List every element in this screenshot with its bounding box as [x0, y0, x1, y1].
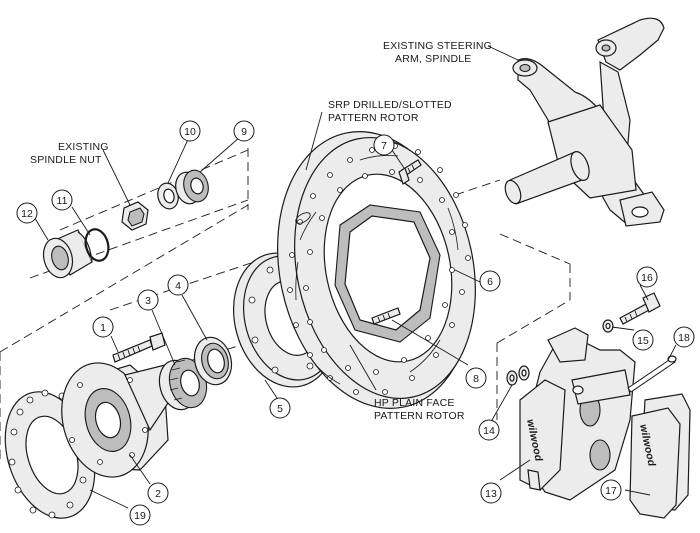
caliper-guide-bottom: [496, 299, 571, 344]
spindle-washer: [157, 182, 179, 210]
callout-10: 10: [179, 120, 201, 142]
callout-11-text: 11: [57, 195, 68, 207]
callout-11: 11: [51, 189, 73, 211]
dust-cap: [42, 229, 93, 279]
rotor-bolt: [371, 307, 401, 325]
callout-16: 16: [636, 266, 658, 288]
callout-9-text: 9: [241, 126, 247, 138]
outer-bearing: [175, 169, 209, 205]
callout-16-text: 16: [641, 272, 653, 284]
callout-19: 19: [129, 504, 151, 526]
grease-seal: [193, 336, 233, 386]
callout-1-text: 1: [100, 322, 106, 334]
callout-19-text: 19: [134, 510, 146, 522]
callout-5: 5: [269, 397, 291, 419]
leader-lines: [32, 45, 677, 509]
cotter-pin: [627, 355, 677, 393]
callout-13: 13: [480, 482, 502, 504]
caliper-mount-bolt: [619, 292, 661, 325]
callout-2-text: 2: [155, 488, 161, 500]
spindle-nut: [121, 201, 149, 231]
hub: [61, 362, 171, 478]
callout-18: 18: [673, 326, 695, 348]
callout-7: 7: [373, 134, 395, 156]
callout-bubbles: 1 2 3 4 5 6 7 8 9 10 11 12 13 14 15 16 1…: [16, 120, 695, 526]
callout-17: 17: [600, 479, 622, 501]
brake-caliper: wilwood: [519, 327, 636, 501]
steering-arm-spindle: [504, 17, 665, 227]
spindle-nut-label-line1: EXISTING: [58, 141, 109, 153]
callout-13-text: 13: [485, 488, 497, 500]
callout-2: 2: [147, 482, 169, 504]
callout-17-text: 17: [605, 485, 617, 497]
dust-cap-guide: [29, 199, 249, 279]
upper-axis-guide: [59, 149, 249, 231]
caliper-washer: [602, 319, 614, 333]
callout-4: 4: [167, 274, 189, 296]
caliper-shims: [506, 365, 530, 386]
caliper-guide-top: [499, 233, 571, 265]
callout-14-text: 14: [483, 425, 495, 437]
callout-9: 9: [233, 120, 255, 142]
srp-rotor-label-line1: SRP DRILLED/SLOTTED: [328, 99, 452, 111]
o-ring: [84, 228, 110, 262]
spindle-nut-label-line2: SPINDLE NUT: [30, 154, 102, 166]
callout-3-text: 3: [145, 295, 151, 307]
callout-12-text: 12: [21, 208, 33, 220]
callout-8: 8: [465, 367, 487, 389]
callout-3: 3: [137, 289, 159, 311]
callout-6-text: 6: [487, 276, 493, 288]
steering-arm-label-line2: ARM, SPINDLE: [395, 53, 472, 65]
callout-5-text: 5: [277, 403, 283, 415]
srp-rotor-label-line2: PATTERN ROTOR: [328, 112, 419, 124]
text-labels: EXISTING STEERING ARM, SPINDLE SRP DRILL…: [30, 40, 492, 422]
wheel-stud: [112, 332, 166, 363]
callout-15-text: 15: [637, 335, 649, 347]
hp-rotor-label-line1: HP PLAIN FACE: [374, 397, 455, 409]
callout-18-text: 18: [678, 332, 690, 344]
callout-1: 1: [92, 316, 114, 338]
callout-4-text: 4: [175, 280, 181, 292]
brake-pads: wilwood: [629, 393, 691, 519]
callout-15: 15: [632, 329, 654, 351]
callout-14: 14: [478, 419, 500, 441]
callout-12: 12: [16, 202, 38, 224]
callout-10-text: 10: [184, 126, 196, 138]
upper-bolt: [398, 159, 422, 185]
callout-8-text: 8: [473, 373, 479, 385]
steering-arm-label-line1: EXISTING STEERING: [383, 40, 492, 52]
callout-7-text: 7: [381, 140, 387, 152]
callout-6: 6: [479, 270, 501, 292]
hub-axis-guide: [0, 204, 249, 353]
hp-rotor-label-line2: PATTERN ROTOR: [374, 410, 465, 422]
